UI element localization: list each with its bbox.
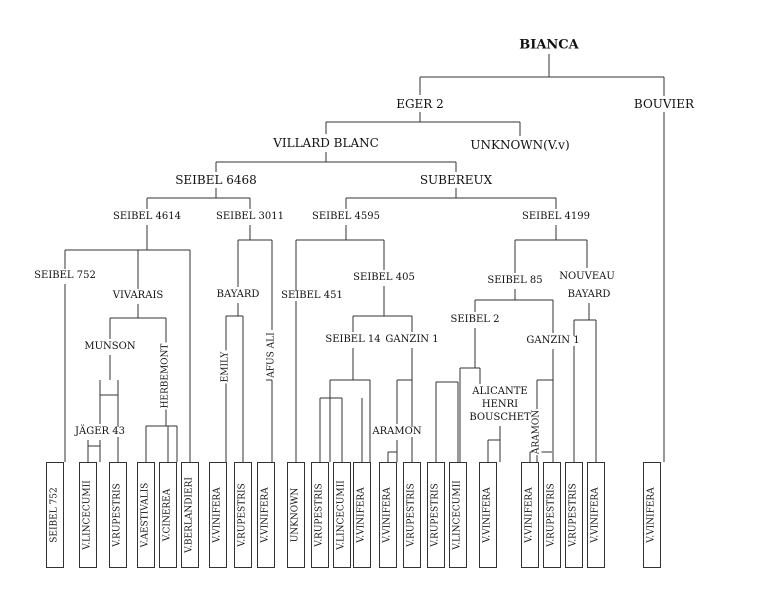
node-eger-2: EGER 2 [395, 97, 445, 111]
node-aramon-a: ARAMON [371, 426, 423, 437]
leaf-label: V.VINIFERA [212, 487, 223, 543]
leaf-box: V.BERLANDIERI [181, 462, 199, 568]
leaf-label: V.LINCECUMII [452, 480, 463, 550]
node-seibel-4614: SEIBEL 4614 [111, 211, 183, 222]
node-seibel-3011: SEIBEL 3011 [214, 211, 286, 222]
node-vivarais: VIVARAIS [111, 290, 165, 301]
leaf-box: SEIBEL 752 [46, 462, 64, 568]
node-jager-43: JÄGER 43 [74, 426, 126, 437]
node-unknown-vv: UNKNOWN(V.v) [469, 138, 571, 152]
leaf-box: UNKNOWN [287, 462, 305, 568]
leaf-label: V.RUPESTRIS [314, 483, 325, 547]
leaf-box: V.LINCECUMII [79, 462, 97, 568]
node-bouschet: BOUSCHET [468, 412, 532, 423]
leaf-label: V.VINIFERA [590, 487, 601, 543]
leaf-box: V.VINIFERA [587, 462, 605, 568]
node-emily: EMILY [220, 350, 231, 384]
node-munson: MUNSON [83, 341, 137, 352]
leaf-label: V.BERLANDIERI [184, 477, 195, 553]
leaf-box: V.AESTIVALIS [137, 462, 155, 568]
node-seibel-2: SEIBEL 2 [449, 314, 501, 325]
leaf-label: V.RUPESTRIS [430, 483, 441, 547]
leaf-box: V.VINIFERA [209, 462, 227, 568]
leaf-label: V.RUPESTRIS [568, 483, 579, 547]
node-seibel-4199: SEIBEL 4199 [520, 211, 592, 222]
leaf-box: V.VINIFERA [353, 462, 371, 568]
leaf-box: V.VINIFERA [379, 462, 397, 568]
node-nouveau: NOUVEAU [558, 271, 616, 282]
leaf-label: V.VINIFERA [356, 487, 367, 543]
leaf-label: UNKNOWN [290, 487, 301, 543]
leaf-box: V.VINIFERA [257, 462, 275, 568]
node-villard-blanc: VILLARD BLANC [272, 136, 380, 150]
leaf-label: V.RUPESTRIS [112, 483, 123, 547]
node-herbemont: HERBEMONT [160, 342, 171, 410]
leaf-box: V.CINEREA [159, 462, 177, 568]
leaf-label: V.AESTIVALIS [140, 482, 151, 548]
node-seibel-451: SEIBEL 451 [280, 290, 344, 301]
node-seibel-6468: SEIBEL 6468 [174, 173, 258, 187]
leaf-box: V.RUPESTRIS [403, 462, 421, 568]
node-seibel-14: SEIBEL 14 [324, 334, 382, 345]
leaf-label: V.RUPESTRIS [237, 483, 248, 547]
leaf-box: V.RUPESTRIS [543, 462, 561, 568]
leaf-label: V.CINEREA [162, 488, 173, 542]
node-seibel-405: SEIBEL 405 [352, 272, 416, 283]
leaf-box: V.LINCECUMII [449, 462, 467, 568]
leaf-label: V.RUPESTRIS [406, 483, 417, 547]
leaf-label: V.VINIFERA [524, 487, 535, 543]
leaf-box: V.RUPESTRIS [565, 462, 583, 568]
node-bayard: BAYARD [215, 289, 261, 300]
node-nouveau-bayard: BAYARD [566, 289, 612, 300]
node-ganzin-1-a: GANZIN 1 [384, 334, 440, 345]
leaf-box: V.RUPESTRIS [311, 462, 329, 568]
leaf-box: V.VINIFERA [643, 462, 661, 568]
leaf-label: V.VINIFERA [482, 487, 493, 543]
leaf-box: V.LINCECUMII [333, 462, 351, 568]
leaf-box: V.VINIFERA [479, 462, 497, 568]
leaf-label: V.LINCECUMII [82, 480, 93, 550]
leaf-label: V.VINIFERA [260, 487, 271, 543]
leaf-label: V.VINIFERA [646, 487, 657, 543]
node-bianca: BIANCA [518, 37, 580, 53]
leaf-label: V.RUPESTRIS [546, 483, 557, 547]
leaf-label: V.VINIFERA [382, 487, 393, 543]
node-ganzin-1-b: GANZIN 1 [525, 335, 581, 346]
node-seibel-752: SEIBEL 752 [33, 270, 97, 281]
leaf-box: V.RUPESTRIS [109, 462, 127, 568]
leaf-label: V.LINCECUMII [336, 480, 347, 550]
node-subereux: SUBEREUX [418, 173, 494, 187]
node-seibel-4595: SEIBEL 4595 [310, 211, 382, 222]
node-alicante: ALICANTE [471, 386, 529, 397]
node-aramon-b: ARAMON [531, 408, 542, 456]
leaf-box: V.RUPESTRIS [234, 462, 252, 568]
node-bouvier: BOUVIER [632, 97, 696, 111]
node-henri: HENRI [480, 399, 520, 410]
leaf-label: SEIBEL 752 [49, 487, 60, 543]
node-afus-ali: AFUS ALI [266, 331, 277, 379]
leaf-box: V.RUPESTRIS [427, 462, 445, 568]
leaf-box: V.VINIFERA [521, 462, 539, 568]
node-seibel-85: SEIBEL 85 [486, 275, 544, 286]
